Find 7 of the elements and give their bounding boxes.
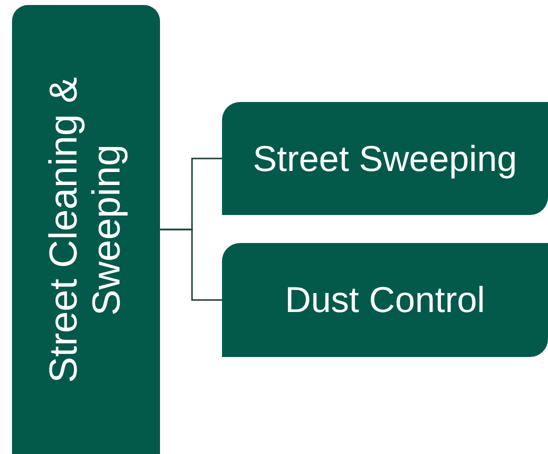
connector-line (160, 228, 222, 301)
category-box (12, 5, 160, 454)
box-label: Dust Control (284, 278, 486, 322)
item-box (222, 243, 548, 357)
box-label: Street Sweeping (252, 136, 518, 181)
box-label: Street Cleaning & Sweeping (41, 76, 129, 384)
item-box (222, 102, 548, 215)
